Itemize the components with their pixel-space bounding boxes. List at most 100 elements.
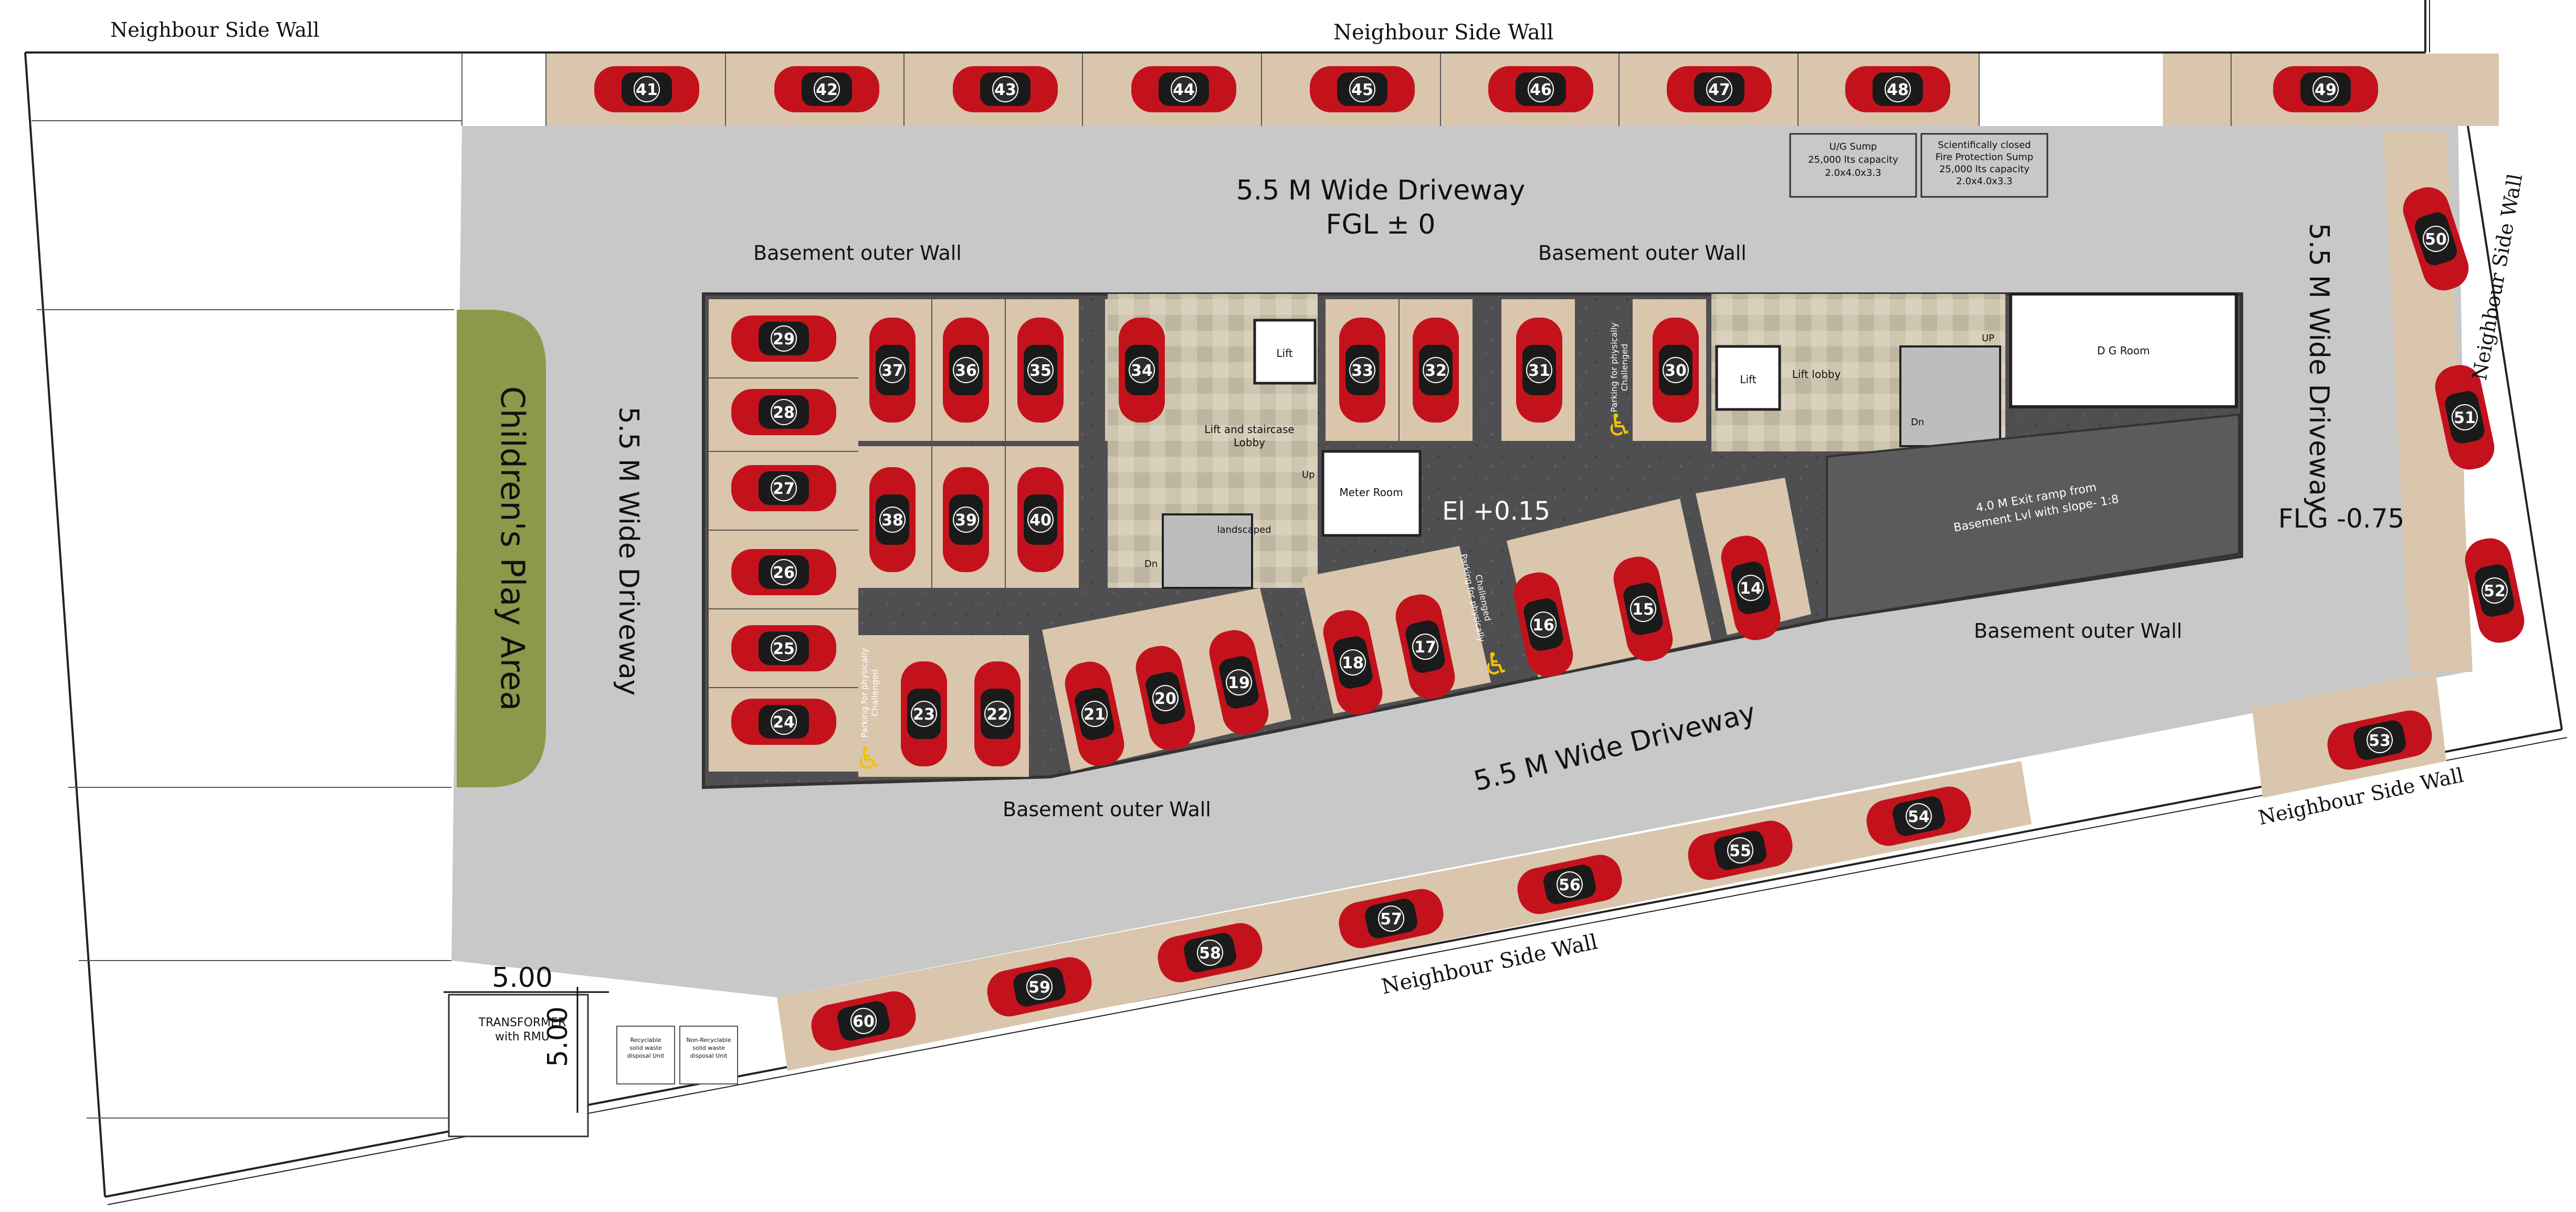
parking-space-37: 37 [869, 318, 916, 423]
parking-space-49: 49 [2273, 66, 2378, 112]
transformer [448, 994, 589, 1137]
parking-number: 38 [881, 511, 903, 530]
nonrecyclable-unit [679, 1026, 738, 1084]
exit-ramp [1826, 413, 2240, 621]
dimension-horizontal: 5.00 [492, 962, 553, 994]
lobby-label-1: Lift and staircase [1204, 423, 1294, 436]
transformer-label-1: TRANSFORMER [478, 1016, 566, 1029]
parking-space-58: 58 [1158, 923, 1263, 983]
flg-label: FLG -0.75 [2278, 503, 2405, 534]
parking-space-47: 47 [1667, 66, 1772, 112]
accessible-label-1a: Parking for physically [1609, 323, 1619, 413]
parking-space-26: 26 [731, 549, 836, 595]
parking-space-51: 51 [2435, 365, 2495, 470]
recyclable-label-2: solid waste [629, 1045, 662, 1051]
parking-number: 51 [2454, 409, 2476, 427]
parking-number: 31 [1528, 362, 1550, 380]
parking-space-15: 15 [1613, 556, 1673, 661]
parking-number: 44 [1173, 81, 1195, 99]
nonrecyclable-label-2: solid waste [692, 1045, 725, 1051]
elevation-label: El +0.15 [1442, 497, 1550, 526]
parking-number: 18 [1342, 654, 1364, 672]
parking-space-18: 18 [1323, 610, 1383, 715]
parking-number: 32 [1425, 362, 1447, 380]
parking-number: 26 [773, 564, 795, 582]
parking-space-31: 31 [1516, 318, 1562, 423]
dg-room [2009, 292, 2238, 408]
parking-space-40: 40 [1017, 467, 1064, 572]
driveway-label-top: 5.5 M Wide Driveway [1236, 175, 1526, 206]
parking-space-29: 29 [731, 315, 836, 362]
parking-number: 60 [853, 1013, 875, 1031]
parking-number: 36 [955, 362, 977, 380]
recyclable-label-1: Recyclable [630, 1037, 661, 1044]
parking-space-48: 48 [1845, 66, 1950, 112]
parking-space-55: 55 [1688, 820, 1793, 880]
parking-space-59: 59 [987, 957, 1092, 1017]
parking-number: 52 [2484, 582, 2506, 600]
parking-space-19: 19 [1209, 630, 1269, 735]
neighbour-wall-label-2: Neighbour Side Wall [1333, 20, 1553, 45]
parking-number: 16 [1532, 616, 1554, 635]
basement-wall-label-2: Basement outer Wall [1538, 241, 1747, 265]
site-boundary-left [24, 52, 106, 1197]
ug-sump [1789, 133, 1917, 198]
parking-space-52: 52 [2465, 538, 2525, 643]
parking-space-34: 34 [1119, 318, 1165, 423]
lobby-label-2: Lobby [1234, 436, 1265, 449]
parking-space-42: 42 [774, 66, 879, 112]
parking-number: 28 [773, 404, 795, 422]
dg-room-label: D G Room [2097, 344, 2150, 357]
parking-number: 53 [2369, 732, 2391, 750]
driveway-label-right: 5.5 M Wide Driveway [2303, 223, 2335, 512]
parking-space-36: 36 [943, 318, 989, 423]
parking-number: 43 [994, 81, 1016, 99]
parking-number: 56 [1559, 876, 1581, 894]
parking-number: 21 [1084, 705, 1106, 724]
parking-number: 20 [1154, 690, 1176, 708]
fgl-label: FGL ± 0 [1326, 209, 1436, 240]
lift-2 [1715, 345, 1781, 411]
lift-1-label: Lift [1276, 347, 1292, 360]
parking-number: 40 [1029, 511, 1052, 530]
dimension-vertical: 5.00 [542, 1006, 574, 1067]
parking-number: 34 [1131, 362, 1153, 380]
parking-number: 48 [1887, 81, 1909, 99]
parking-number: 29 [773, 330, 795, 349]
parking-space-54: 54 [1866, 786, 1971, 846]
parking-space-57: 57 [1339, 889, 1444, 948]
landscaped-label: landscaped [1217, 524, 1271, 535]
parking-space-43: 43 [953, 66, 1058, 112]
parking-space-50: 50 [2403, 187, 2469, 291]
basement-wall-label-1: Basement outer Wall [753, 241, 962, 265]
parking-number: 19 [1228, 674, 1250, 692]
parking-number: 24 [773, 713, 795, 732]
parking-number: 50 [2425, 230, 2447, 249]
parking-space-14: 14 [1721, 535, 1781, 640]
parking-space-20: 20 [1135, 646, 1195, 751]
dn-label-2: Dn [1911, 417, 1924, 428]
parking-space-35: 35 [1017, 318, 1064, 423]
parking-number: 54 [1908, 808, 1930, 826]
parking-space-60: 60 [811, 991, 916, 1051]
parking-number: 23 [913, 705, 935, 724]
parking-space-28: 28 [731, 389, 836, 435]
basement-wall-label-4: Basement outer Wall [1003, 798, 1211, 821]
parking-number: 42 [816, 81, 838, 99]
accessible-label-2a: Parking for physically [859, 648, 869, 738]
parking-space-38: 38 [869, 467, 916, 572]
lift-1 [1253, 319, 1317, 385]
neighbour-wall-label-5: Neighbour Side Wall [2468, 172, 2527, 382]
play-area-label: Children's Play Area [493, 386, 532, 711]
parking-number: 14 [1740, 579, 1762, 598]
parking-space-30: 30 [1653, 318, 1699, 423]
parking-number: 35 [1029, 362, 1052, 380]
fire-sump-label-1: Scientifically closed [1938, 140, 2031, 151]
driveway-label-left: 5.5 M Wide Driveway [613, 407, 644, 696]
parking-space-21: 21 [1065, 661, 1124, 766]
parking-number: 30 [1665, 362, 1687, 380]
parking-space-45: 45 [1310, 66, 1415, 112]
meter-room-label: Meter Room [1339, 486, 1403, 499]
parking-number: 55 [1729, 842, 1751, 860]
